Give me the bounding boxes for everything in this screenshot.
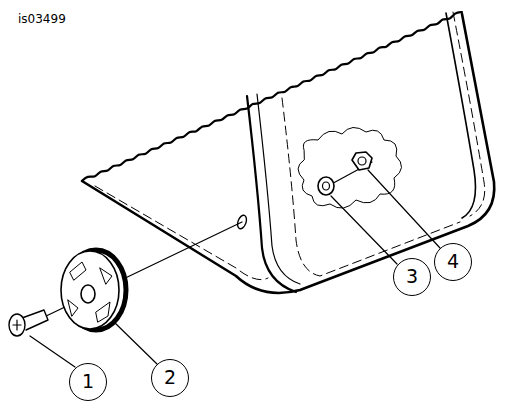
screw-head [9,314,25,336]
leader-line [114,322,157,364]
screw-shank [22,310,48,330]
inner-edge [453,12,485,216]
leader-line [30,336,75,367]
drawing-code: is03499 [18,12,66,26]
callout-number: 2 [151,359,189,397]
torn-edge [82,12,462,181]
knob-grip [68,262,112,322]
callout-number: 4 [434,243,472,281]
cutaway [298,127,402,208]
bend-line [257,94,300,284]
nut [352,152,372,170]
callout-number: 1 [69,363,107,401]
callout-number: 3 [393,258,431,296]
leader-line [368,170,440,248]
bend-line [247,96,296,292]
washer [318,177,334,195]
knob-bore [81,285,95,303]
screw-slot [13,320,21,330]
washer-hole [323,182,330,190]
leader-line [331,196,397,264]
bend-line [446,13,476,218]
knob [61,251,119,329]
nut-hole [358,157,366,165]
inner-edge [282,98,460,276]
